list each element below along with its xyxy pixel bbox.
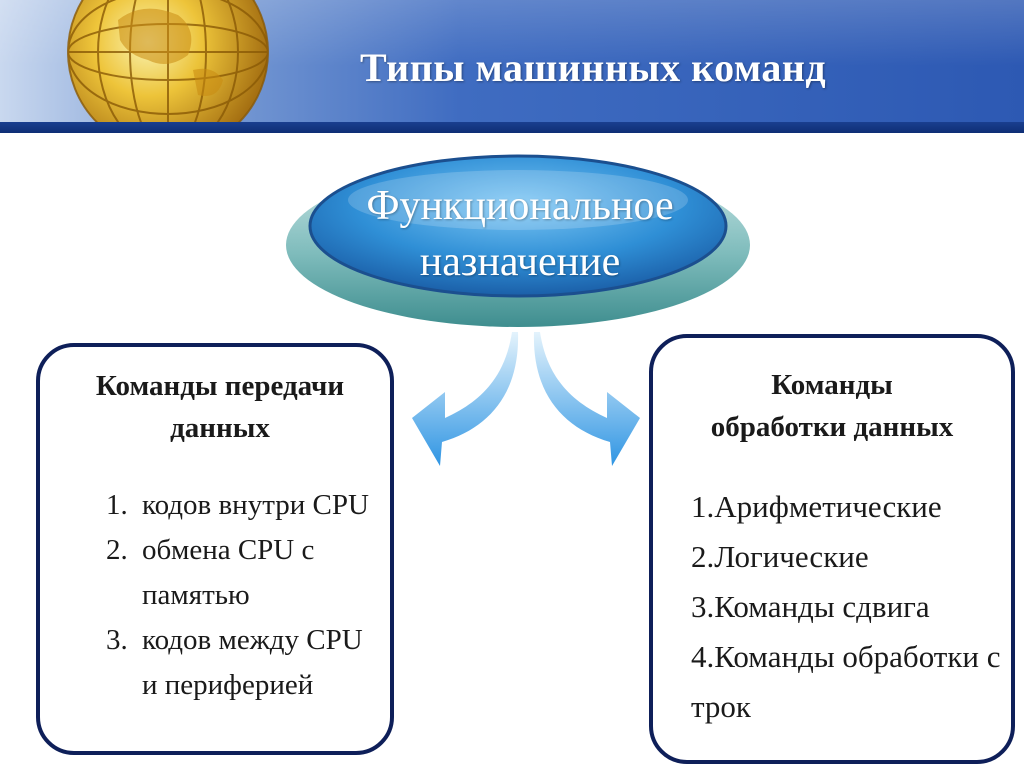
list-item-number: 2. — [106, 534, 128, 566]
data-transfer-heading: Команды передачи данных — [50, 365, 390, 449]
list-item: 3. кодов между CPU и периферией — [90, 618, 372, 708]
center-label-line2: назначение — [419, 239, 621, 285]
slide-header: Типы машинных команд — [0, 0, 1024, 133]
globe-icon — [67, 0, 269, 133]
data-transfer-list: 1. кодов внутри CPU 2. обмена CPU с памя… — [90, 483, 390, 708]
data-processing-heading-line2: обработки данных — [710, 411, 954, 443]
list-item-number: 3. — [106, 624, 128, 656]
list-item: 3.Команды сдвига — [691, 589, 930, 624]
data-transfer-box: Команды передачи данных 1. кодов внутри … — [36, 343, 394, 755]
list-item: 1. кодов внутри CPU — [90, 483, 372, 528]
slide-title: Типы машинных команд — [360, 45, 827, 90]
center-label: Функциональное назначение — [300, 178, 740, 290]
list-item-number: 1. — [106, 489, 128, 521]
center-ellipse — [286, 154, 750, 327]
data-processing-heading: Команды обработки данных — [653, 364, 1011, 448]
list-item: 2.Логические — [691, 539, 869, 574]
arrow-left-icon — [412, 332, 519, 466]
data-processing-heading-line1: Команды — [771, 369, 893, 401]
arrow-right-icon — [533, 332, 640, 466]
data-transfer-heading-line1: Команды передачи — [95, 370, 345, 402]
list-item-text: кодов между CPU и периферией — [142, 624, 363, 701]
list-item-text: обмена CPU с памятью — [142, 534, 315, 611]
header-band — [0, 122, 1024, 133]
list-item: 1.Арифметические — [691, 489, 942, 524]
data-processing-box: Команды обработки данных 1.Арифметически… — [649, 334, 1015, 764]
data-processing-list: 1.Арифметические 2.Логические 3.Команды … — [691, 482, 1011, 732]
center-label-line1: Функциональное — [366, 183, 674, 229]
list-item-text: кодов внутри CPU — [142, 489, 369, 521]
list-item: 2. обмена CPU с памятью — [90, 528, 372, 618]
data-transfer-heading-line2: данных — [170, 412, 270, 444]
list-item: 4.Команды обработки строк — [691, 639, 1001, 724]
